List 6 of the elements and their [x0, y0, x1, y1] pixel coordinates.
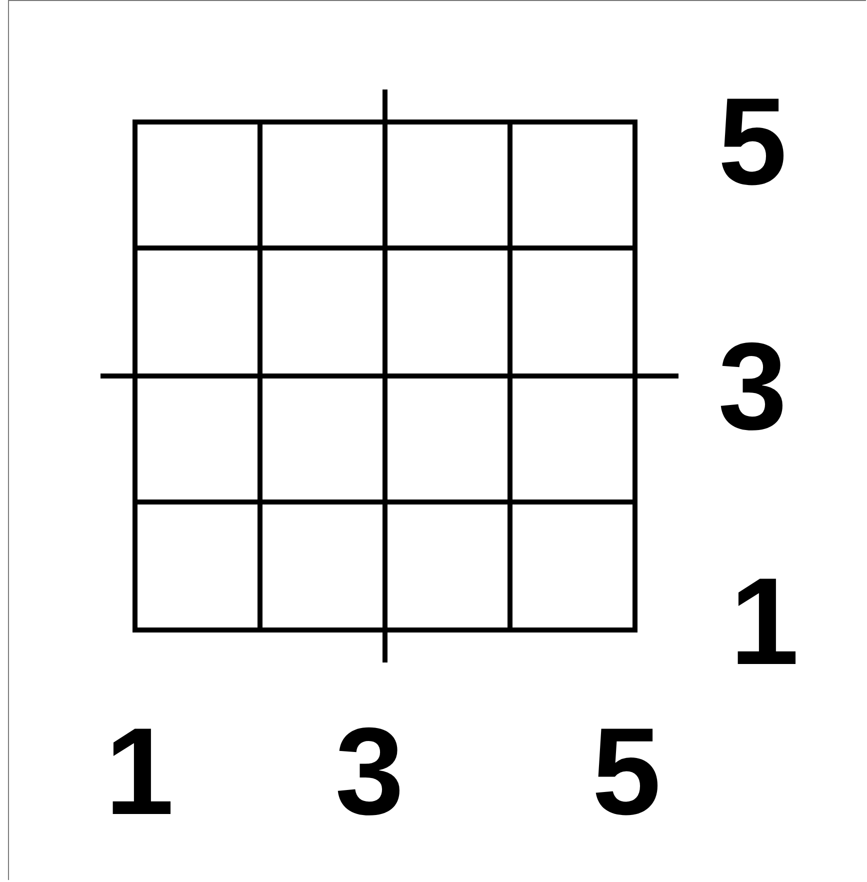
row-number: 3	[718, 325, 787, 449]
row-number: 5	[718, 80, 787, 204]
column-number: 1	[105, 710, 174, 834]
row-number: 1	[730, 560, 799, 684]
column-number: 3	[335, 710, 404, 834]
column-number: 5	[592, 710, 661, 834]
